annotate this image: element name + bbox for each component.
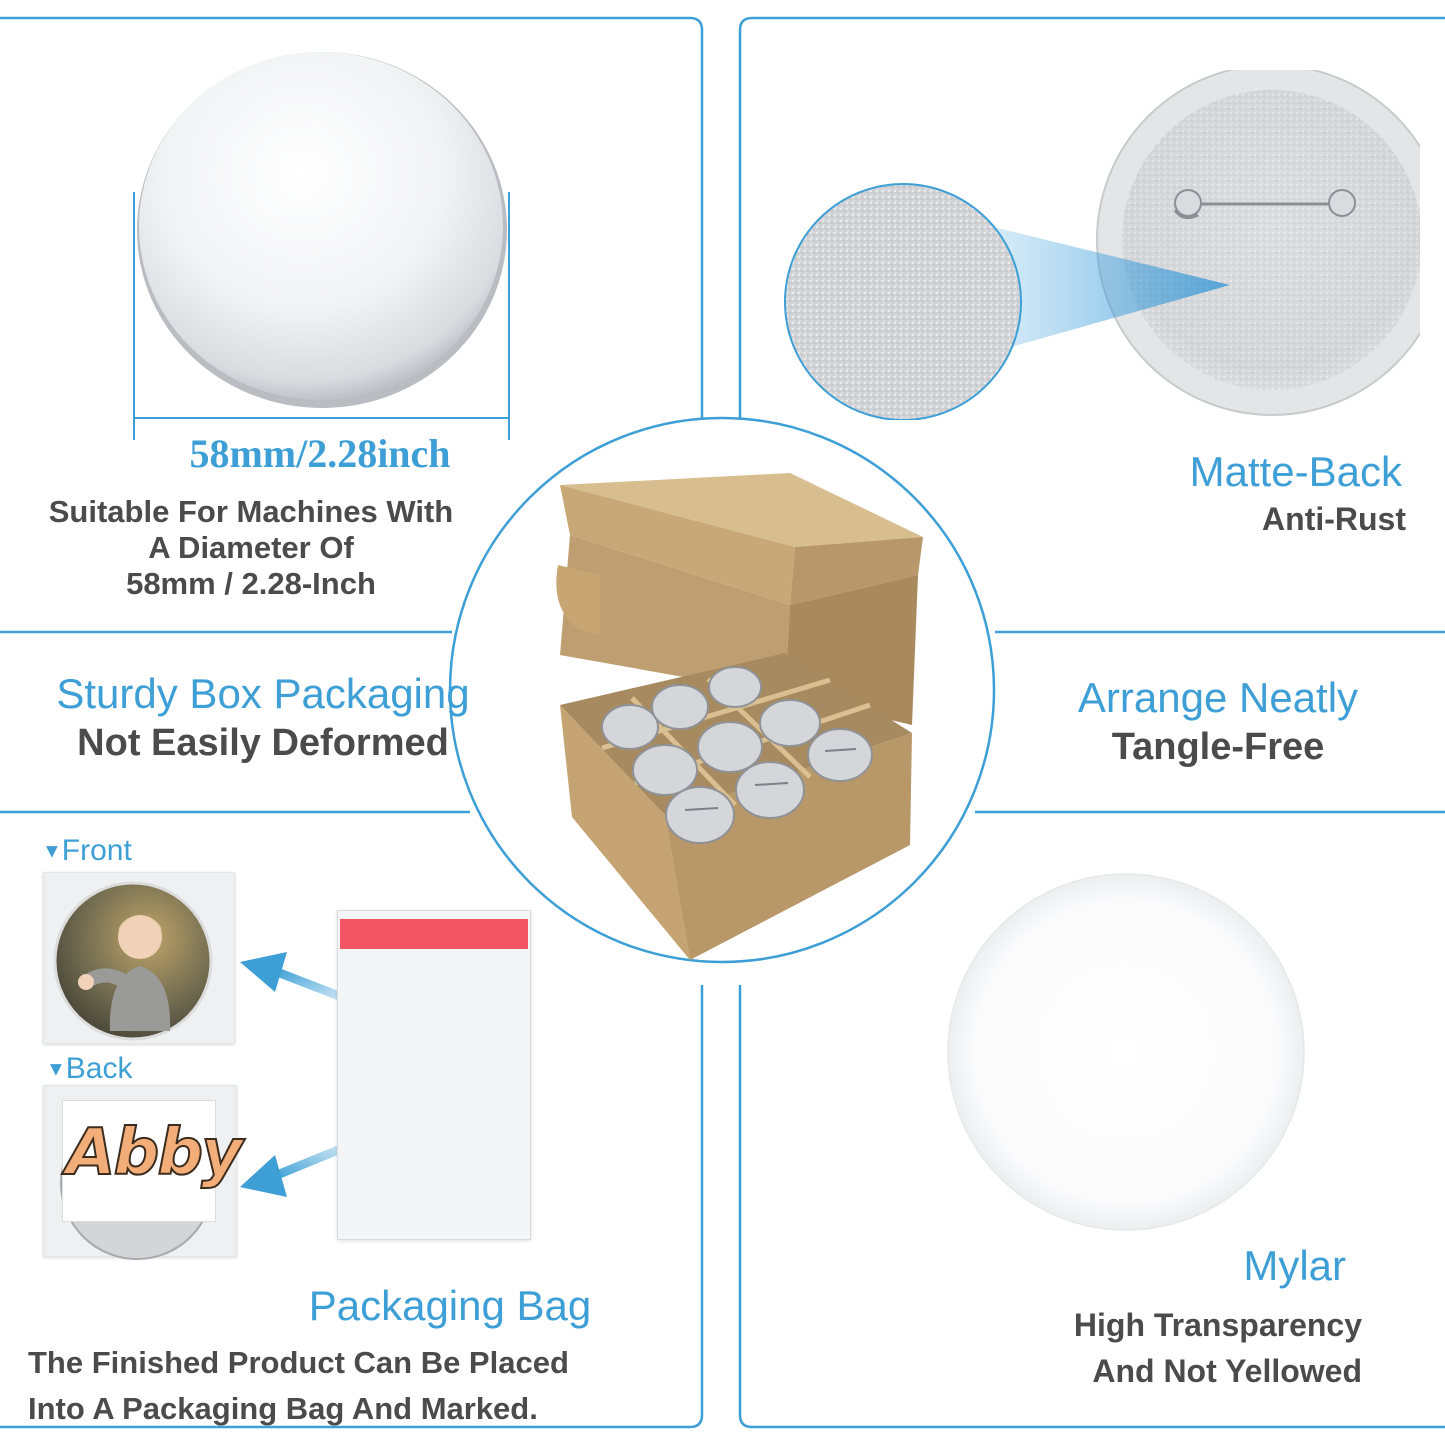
box-packaging-title: Sturdy Box Packaging bbox=[56, 670, 470, 717]
triangle-down-icon: ▼ bbox=[42, 840, 62, 863]
packaging-bag-caption-line: The Finished Product Can Be Placed bbox=[28, 1345, 569, 1380]
front-label: ▼Front bbox=[42, 834, 132, 868]
back-label-text: Back bbox=[65, 1052, 133, 1085]
packaging-bag-caption-line: Into A Packaging Bag And Marked. bbox=[28, 1391, 538, 1426]
clear-packaging-bag bbox=[337, 910, 531, 1240]
bag-seal-strip bbox=[340, 919, 528, 949]
button-back-image bbox=[784, 70, 1420, 420]
matte-back-title: Matte-Back bbox=[1189, 448, 1402, 495]
tangle-free-subtitle: Tangle-Free bbox=[1111, 726, 1325, 768]
box-packaging-subtitle: Not Easily Deformed bbox=[77, 722, 449, 764]
machine-caption-line: 58mm / 2.28-Inch bbox=[126, 566, 376, 601]
toddler-photo-button bbox=[53, 881, 213, 1041]
mylar-caption: High Transparency And Not Yellowed bbox=[940, 1302, 1362, 1394]
back-label: ▼Back bbox=[46, 1052, 133, 1086]
matte-back-section: Matte-Back Anti-Rust bbox=[740, 0, 1445, 632]
packaging-bag-title: Packaging Bag bbox=[308, 1282, 592, 1329]
machine-caption-line: A Diameter Of bbox=[148, 530, 354, 565]
arrange-neatly-title: Arrange Neatly bbox=[1077, 674, 1359, 721]
front-label-text: Front bbox=[61, 834, 132, 867]
back-photo-tile: Abby bbox=[43, 1085, 244, 1260]
mylar-title: Mylar bbox=[1243, 1242, 1346, 1289]
mylar-caption-line: High Transparency bbox=[1073, 1307, 1362, 1343]
machine-caption: Suitable For Machines With A Diameter Of… bbox=[0, 494, 502, 602]
dimension-label: 58mm/2.28inch bbox=[189, 431, 451, 476]
triangle-down-icon: ▼ bbox=[46, 1058, 66, 1081]
mylar-section: Mylar High Transparency And Not Yellowed bbox=[740, 812, 1445, 1427]
matte-back-subtitle: Anti-Rust bbox=[1262, 501, 1406, 537]
machine-caption-line: Suitable For Machines With bbox=[48, 494, 454, 529]
front-photo-tile bbox=[43, 872, 235, 1044]
packaging-bag-caption: The Finished Product Can Be Placed Into … bbox=[28, 1340, 688, 1432]
mylar-caption-line: And Not Yellowed bbox=[1092, 1353, 1362, 1389]
name-card-text: Abby bbox=[65, 1115, 244, 1191]
packaging-bag-section: ▼Front ▼Back Abby bbox=[0, 812, 702, 1427]
mylar-film-image bbox=[947, 873, 1305, 1231]
silver-button-image bbox=[133, 52, 510, 440]
name-card bbox=[62, 1100, 216, 1222]
kraft-box-image bbox=[556, 473, 923, 960]
button-front-section: 58mm/2.28inch Suitable For Machines With… bbox=[0, 0, 702, 632]
